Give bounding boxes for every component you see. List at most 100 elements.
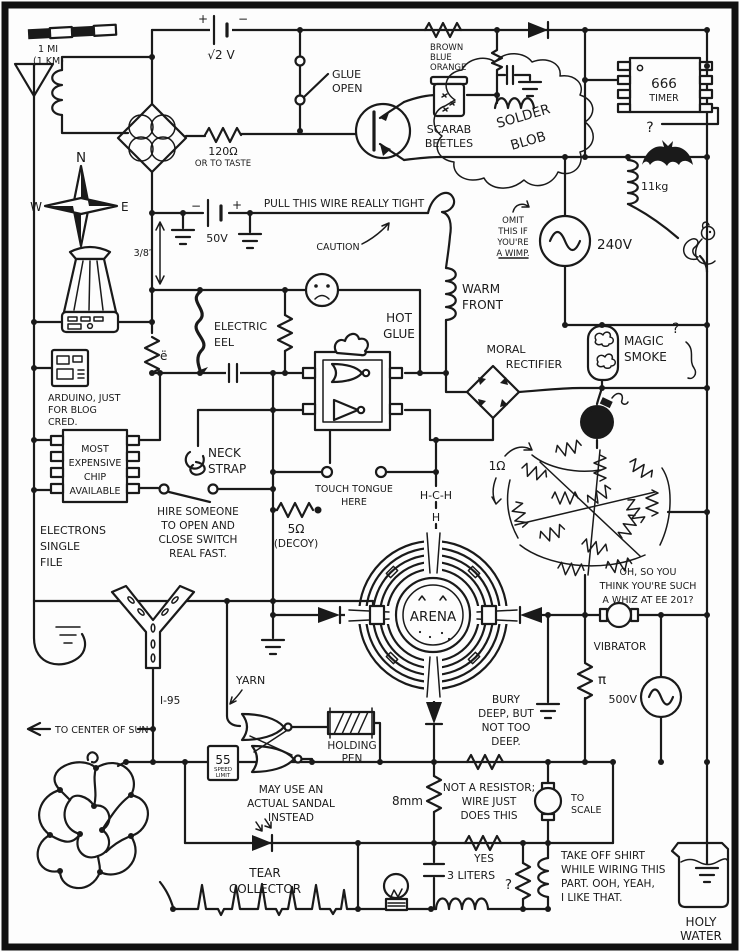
arduino-board-icon <box>50 348 90 388</box>
transistor-icon <box>354 100 412 162</box>
hire-label: HIRE SOMEONE <box>157 506 239 518</box>
diode-arena-right <box>518 605 542 625</box>
liters-label: 3 LITERS <box>447 869 495 882</box>
i95-label: I-95 <box>160 695 180 707</box>
sandal-label: MAY USE AN <box>259 784 324 796</box>
map-scale-bar <box>27 23 118 40</box>
notres-label: NOT A RESISTOR; <box>443 782 535 794</box>
chip-label: MOST <box>81 444 109 455</box>
caution-label: CAUTION <box>316 242 359 253</box>
shirt-label: TAKE OFF SHIRT <box>560 850 646 862</box>
decoy-value: 5Ω <box>288 522 305 536</box>
resistor-e-label: ë <box>160 349 167 363</box>
road-ribbon-icon <box>110 584 196 670</box>
resistor-e-icon <box>143 335 161 375</box>
floating-ground-icon <box>55 626 81 644</box>
timer-chip-666 <box>616 56 714 114</box>
electrons-label2: SINGLE <box>40 540 80 553</box>
resistor-8mm-icon <box>425 774 443 814</box>
switch-hire-right <box>207 483 219 495</box>
v240-label: 240V <box>597 237 633 253</box>
mm-label: 8mm <box>392 794 423 808</box>
logic-chip <box>301 332 404 432</box>
tongue-terminal-left <box>320 465 334 479</box>
hire-label2: TO OPEN AND <box>160 520 235 532</box>
timer-label2: TIMER <box>648 93 679 104</box>
magic-smoke-label: MAGIC <box>624 334 664 348</box>
speed-label: SPEED <box>214 767 232 773</box>
to-scale-motor-icon <box>533 781 563 822</box>
speed-limit-sign <box>206 744 240 782</box>
pi-label: π <box>598 672 606 688</box>
bury-label4: DEEP. <box>491 736 520 748</box>
moral-label: MORAL <box>487 343 527 356</box>
chip-label2: EXPENSIVE <box>69 458 122 469</box>
warm-front-label: WARM <box>462 282 500 296</box>
resistor-120-note: OR TO TASTE <box>195 159 251 169</box>
dimension-label: 3/8″ <box>134 248 153 259</box>
antenna-icon <box>13 62 55 98</box>
compass-w: W <box>30 200 42 214</box>
ground-icon <box>260 638 286 656</box>
neck-strap-icon <box>184 450 206 476</box>
juicer-icon <box>60 245 120 334</box>
yes-label: YES <box>473 853 494 865</box>
diode-arena-left <box>318 605 342 625</box>
expensive-chip <box>49 428 141 504</box>
dimension-arrow <box>155 221 165 285</box>
hot-glue-label2: GLUE <box>383 327 415 341</box>
sandal-label2: ACTUAL SANDAL <box>247 798 335 810</box>
vibrator-label: VIBRATOR <box>594 641 647 653</box>
capacitor-icon <box>226 362 240 384</box>
resistor-120-icon <box>203 126 243 144</box>
capacitor-ground-cluster <box>505 64 543 98</box>
capacitor-3l-icon <box>422 862 446 878</box>
holding-pen-label: HOLDING <box>327 740 376 752</box>
speed-label2: LIMIT <box>216 773 231 779</box>
holding-pen-label2: PEN <box>342 753 363 765</box>
bomb-icon <box>580 392 629 439</box>
whiz-label: OH, SO YOU <box>620 567 677 578</box>
bbo-label2: BLUE <box>430 53 452 63</box>
diode-top-icon <box>528 20 550 40</box>
resistor-plain-icon <box>276 313 294 353</box>
arena-stadium-icon <box>345 529 521 701</box>
eel-label: ELECTRIC <box>214 320 267 333</box>
decoy-note: (DECOY) <box>274 538 318 550</box>
whiz-label3: A WHIZ AT EE 201? <box>602 595 693 606</box>
mesh-arrows <box>491 442 533 505</box>
electrons-label: ELECTRONS <box>40 524 106 537</box>
ac-source-240 <box>538 214 592 268</box>
rectifier-bridge-icon <box>465 364 521 420</box>
arduino-label: ARDUINO, JUST <box>48 393 121 404</box>
notres-label2: WIRE JUST <box>462 796 517 808</box>
compass-n: N <box>76 150 86 166</box>
light-bulb-icon <box>382 872 410 912</box>
magic-smoke-icon <box>586 324 620 382</box>
bury-label2: DEEP, BUT <box>478 708 534 720</box>
methane-label: H-C-H <box>420 489 452 502</box>
solder-blob-icon <box>433 53 594 189</box>
magic-smoke-label2: SMOKE <box>624 350 667 364</box>
scarab-label2: BEETLES <box>425 137 473 150</box>
whiz-label2: THINK YOU'RE SUCH <box>599 581 697 592</box>
speed-value: 55 <box>215 753 230 767</box>
v500-label: 500V <box>608 693 637 706</box>
battery-plus-sign: + <box>198 12 208 26</box>
kg-label: 11kg <box>641 180 668 193</box>
solder-label: SOLDER <box>495 101 552 132</box>
tear-label2: COLLECTOR <box>229 882 301 896</box>
resistor-question-icon <box>514 861 532 901</box>
resistor-decoy-icon <box>275 501 315 519</box>
omit-label3: YOU'RE <box>496 238 528 248</box>
not-gate-icon <box>332 398 360 422</box>
eel-label2: EEL <box>214 336 235 349</box>
shirt-label3: PART. OOH, YEAH, <box>561 878 655 890</box>
to-scale-label: TO <box>570 793 584 804</box>
battery-minus-sign: − <box>238 12 248 26</box>
glue-open-label: GLUE <box>332 68 361 81</box>
frowny-face-icon <box>304 272 340 308</box>
scale-label: 1 MI <box>38 44 58 55</box>
